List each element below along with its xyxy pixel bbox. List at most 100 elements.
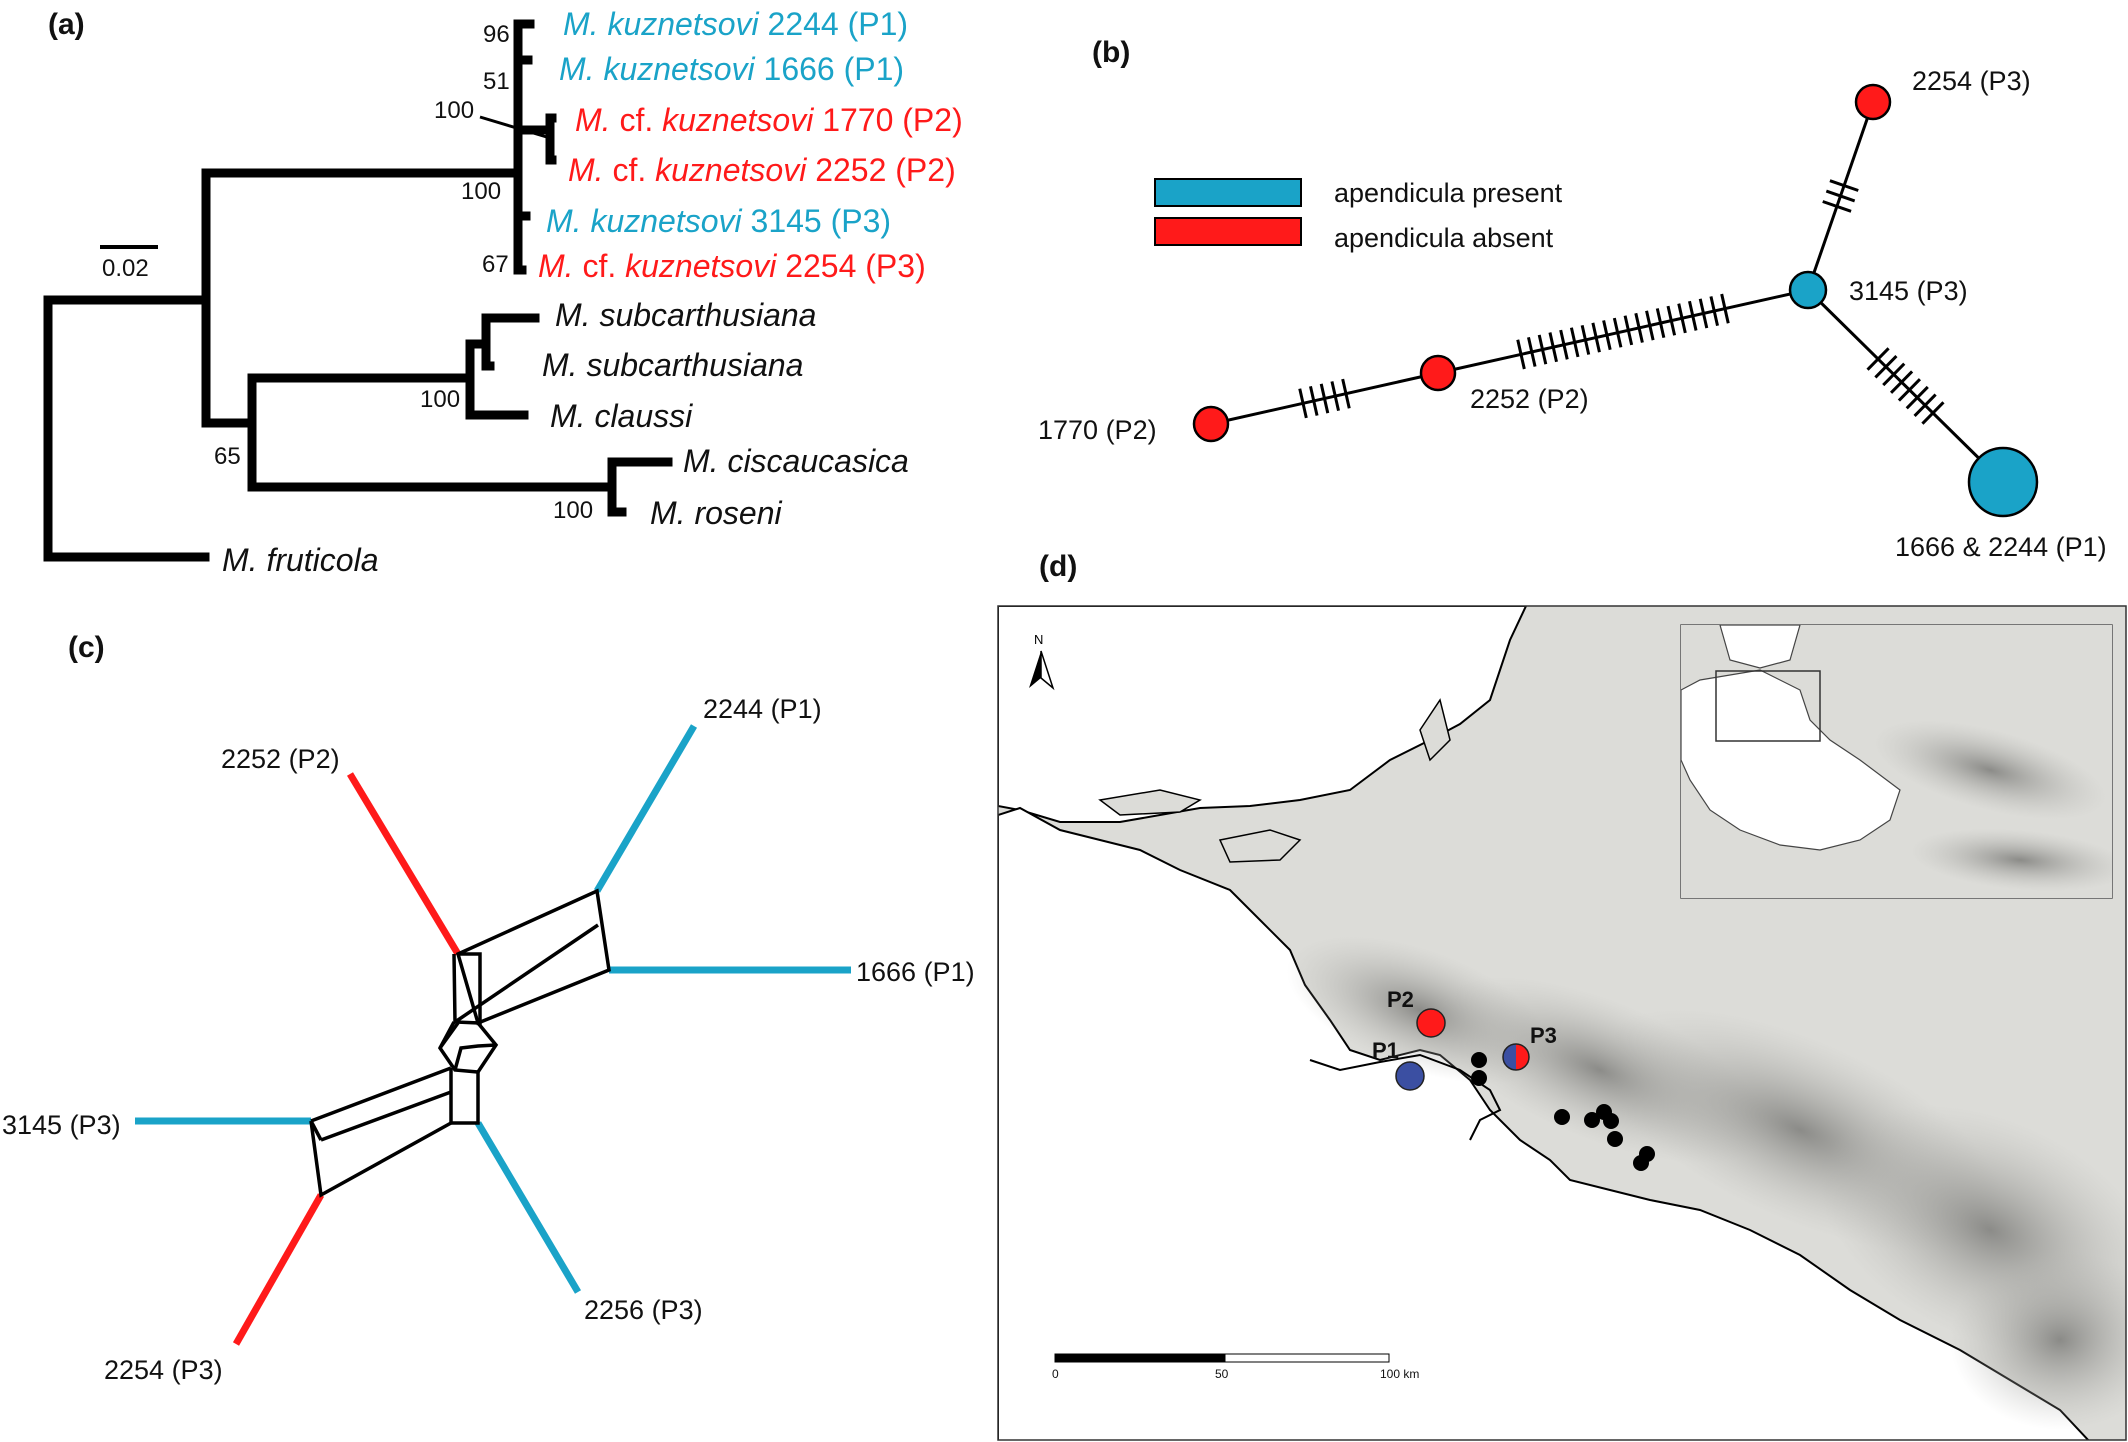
coastline	[1309, 1053, 1502, 1141]
split-network-terminals	[135, 724, 851, 1346]
mutation-step-mark	[1298, 388, 1308, 419]
split-edge	[438, 1021, 460, 1050]
site-p1-marker	[1395, 1061, 1425, 1091]
network-edge	[1437, 288, 1809, 375]
panel-label-c: (c)	[68, 631, 105, 664]
mutation-step-mark	[1905, 385, 1929, 410]
tree-scale-label: 0.02	[102, 255, 149, 282]
map-area	[998, 606, 2126, 1440]
mutation-step-mark	[1829, 179, 1859, 192]
lagoon	[1098, 789, 1202, 816]
mutation-step-mark	[1677, 303, 1687, 334]
scale-label: 50	[1215, 1367, 1229, 1381]
mutation-step-mark	[1591, 322, 1601, 353]
cf-kuznetsovi-branch	[545, 113, 557, 165]
locality-dot	[1584, 1112, 1600, 1128]
locality-dot	[1471, 1070, 1487, 1086]
mutation-step-mark	[1709, 296, 1719, 326]
tip-label: M. roseni	[650, 495, 782, 531]
outgroup-a-branch	[247, 373, 617, 492]
mutation-step-mark	[1655, 308, 1666, 339]
locality-dot	[1554, 1109, 1570, 1125]
map-localities: P1 P2 P3	[1372, 987, 1655, 1171]
split-edge	[454, 923, 599, 1024]
haplotype-node	[1192, 405, 1230, 443]
phylogenetic-tree-panel: (a) 0.02 96 51 100 100 67 100 65	[43, 6, 963, 578]
mutation-step-mark	[1612, 317, 1623, 348]
north-arrow: N	[1029, 632, 1055, 691]
inset-locator-box	[1715, 670, 1821, 742]
tip-label: 2254 (P3)	[104, 1355, 223, 1385]
haplotype-node	[1967, 446, 2039, 518]
locality-dot	[1603, 1113, 1619, 1129]
mutation-step-mark	[1623, 315, 1634, 346]
scale-label: 100 km	[1380, 1367, 1419, 1381]
panel-label-b: (b)	[1092, 36, 1130, 69]
site-p3-marker-left	[1503, 1044, 1516, 1070]
node-label: 1666 & 2244 (P1)	[1895, 532, 2107, 562]
mutation-step-mark	[1825, 189, 1856, 203]
inset-map	[1680, 624, 2113, 899]
north-label: N	[1034, 632, 1043, 647]
mutation-step-mark	[1580, 324, 1591, 355]
node-label: 2252 (P2)	[1470, 384, 1589, 414]
mutation-step-mark	[1698, 298, 1709, 329]
locality-dot	[1607, 1131, 1623, 1147]
split-box	[449, 1068, 480, 1125]
terminal-branch	[346, 772, 462, 956]
azov-sea	[998, 606, 1528, 823]
site-label: P3	[1530, 1023, 1557, 1048]
panel-label-d: (d)	[1039, 550, 1077, 583]
haplotype-node	[1854, 83, 1892, 121]
bootstrap-value: 100	[461, 178, 501, 205]
scale-label: 0	[1052, 1367, 1059, 1381]
site-label: P1	[1372, 1038, 1399, 1063]
haplotype-node	[1419, 354, 1457, 392]
tip-label: M. kuznetsovi 1666 (P1)	[559, 51, 904, 87]
bootstrap-value: 96	[483, 21, 510, 48]
tip-label: 1666 (P1)	[856, 957, 975, 987]
node-label: 2254 (P3)	[1912, 66, 2031, 96]
panel-label-a: (a)	[48, 8, 85, 41]
mutation-step-mark	[1516, 339, 1526, 370]
tip-label: M. subcarthusiana	[555, 297, 816, 333]
network-edge	[1806, 288, 2005, 484]
tip-label: M. kuznetsovi 2244 (P1)	[563, 6, 908, 42]
mutation-step-mark	[1527, 337, 1537, 367]
legend-label: apendicula absent	[1334, 223, 1554, 253]
mutation-step-mark	[1330, 381, 1340, 412]
site-p2-marker	[1416, 1008, 1446, 1038]
haplotype-nodes	[1192, 83, 2039, 518]
mutation-step-mark	[1341, 378, 1351, 409]
mutation-step-mark	[1537, 334, 1548, 365]
split-network-reticulation	[309, 888, 611, 1198]
split-edge	[310, 1066, 452, 1142]
tip-label: M. fruticola	[222, 542, 378, 578]
mutation-step-mark	[1720, 293, 1730, 324]
bootstrap-value: 51	[483, 68, 510, 95]
subcarthusiana-pair-branch	[481, 313, 540, 371]
bootstrap-value: 100	[553, 497, 593, 524]
split-network-labels: 2244 (P1) 2252 (P2) 1666 (P1) 3145 (P3) …	[2, 694, 975, 1385]
node-label: 1770 (P2)	[1038, 415, 1157, 445]
ciscaucasica-roseni-branch	[607, 457, 673, 517]
site-label: P2	[1387, 987, 1414, 1012]
mutation-step-mark	[1913, 393, 1937, 418]
locality-dot	[1639, 1146, 1655, 1162]
tip-label: M. kuznetsovi 3145 (P3)	[546, 203, 891, 239]
mutation-step-mark	[1889, 370, 1914, 394]
mutation-step-mark	[1666, 305, 1677, 336]
tip-label: 2252 (P2)	[221, 744, 340, 774]
haplotype-legend: apendicula present apendicula absent	[1154, 178, 1563, 253]
lagoon	[1419, 698, 1451, 762]
haplotype-network-panel: (b) apendicula present apendicula absent…	[1038, 36, 2107, 562]
locality-dot	[1471, 1052, 1487, 1068]
ingroup-branch	[201, 168, 523, 428]
root-branch	[43, 295, 211, 562]
haplotype-node-labels: 2254 (P3) 3145 (P3) 2252 (P2) 1770 (P2) …	[1038, 66, 2107, 562]
black-sea	[998, 806, 2090, 1440]
bootstrap-value: 100	[434, 97, 474, 124]
map-panel: (d)	[997, 550, 2127, 1441]
mutation-step-mark	[1688, 300, 1698, 331]
